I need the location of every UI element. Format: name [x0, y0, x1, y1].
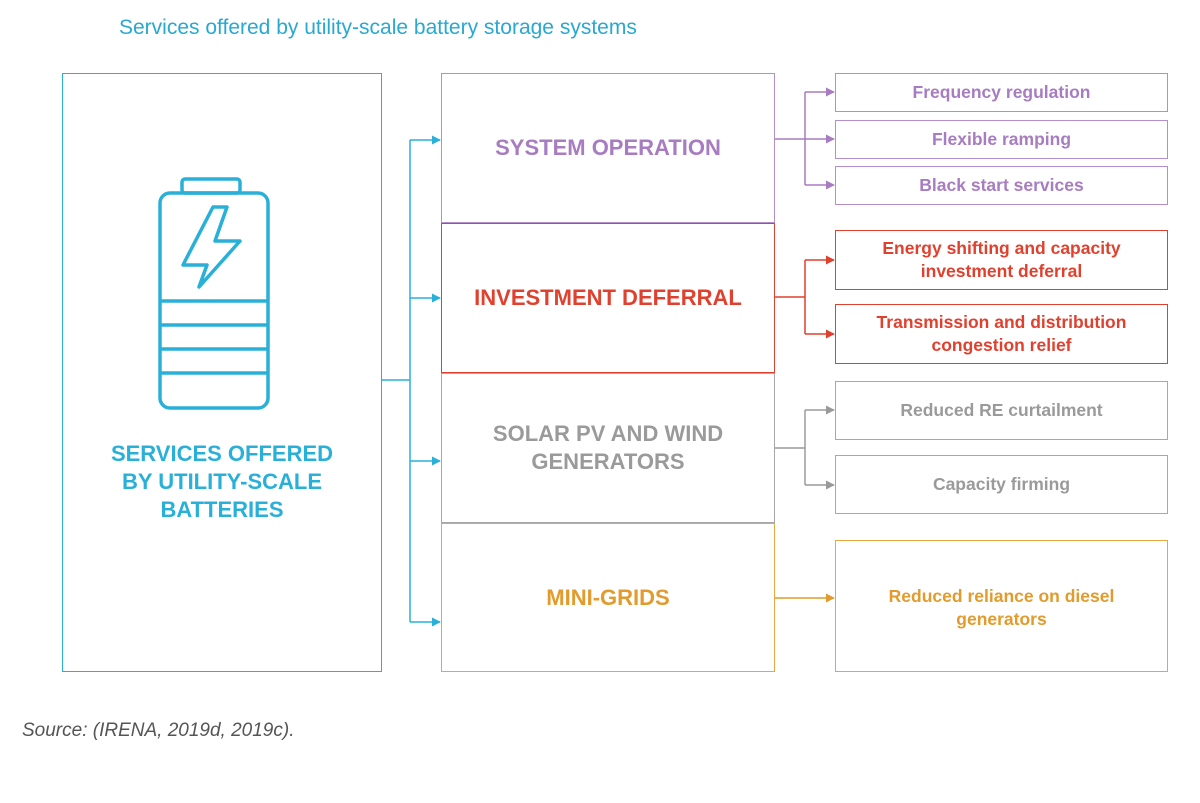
- service-label: Flexible ramping: [931, 129, 1072, 149]
- service-label: Reduced reliance on diesel generators: [888, 586, 1115, 629]
- service-label: Reduced RE curtailment: [900, 400, 1103, 420]
- service-label: Transmission and distribution congestion…: [876, 312, 1127, 355]
- service-box: Transmission and distribution congestion…: [835, 304, 1168, 364]
- main-label-line: SERVICES OFFERED: [110, 441, 334, 466]
- category-label: SOLAR PV AND WIND GENERATORS: [492, 421, 724, 474]
- source-note: Source: (IRENA, 2019d, 2019c).: [22, 720, 295, 741]
- battery-charging-icon: [158, 177, 270, 410]
- category-label: INVESTMENT DEFERRAL: [474, 285, 742, 310]
- main-label-line: BATTERIES: [160, 497, 284, 522]
- service-box: Reduced reliance on diesel generators: [835, 540, 1168, 672]
- service-label: Energy shifting and capacity investment …: [882, 238, 1121, 281]
- service-box: Frequency regulation: [835, 73, 1168, 112]
- diagram-title: Services offered by utility-scale batter…: [119, 16, 637, 39]
- service-label: Capacity firming: [932, 474, 1071, 494]
- category-label: SYSTEM OPERATION: [495, 135, 721, 160]
- service-label: Black start services: [919, 175, 1084, 195]
- category-solar-pv-wind: SOLAR PV AND WIND GENERATORS: [441, 373, 775, 523]
- main-box: [62, 73, 382, 672]
- main-label: SERVICES OFFERED BY UTILITY-SCALE BATTER…: [62, 440, 382, 524]
- category-label: MINI-GRIDS: [546, 584, 670, 610]
- service-box: Reduced RE curtailment: [835, 381, 1168, 440]
- category-mini-grids: MINI-GRIDS: [441, 523, 775, 672]
- category-system-operation: SYSTEM OPERATION: [441, 73, 775, 223]
- service-box: Flexible ramping: [835, 120, 1168, 159]
- service-box: Black start services: [835, 166, 1168, 205]
- service-box: Capacity firming: [835, 455, 1168, 514]
- service-label: Frequency regulation: [912, 82, 1091, 102]
- service-box: Energy shifting and capacity investment …: [835, 230, 1168, 290]
- category-investment-deferral: INVESTMENT DEFERRAL: [441, 223, 775, 373]
- main-label-line: BY UTILITY-SCALE: [121, 469, 323, 494]
